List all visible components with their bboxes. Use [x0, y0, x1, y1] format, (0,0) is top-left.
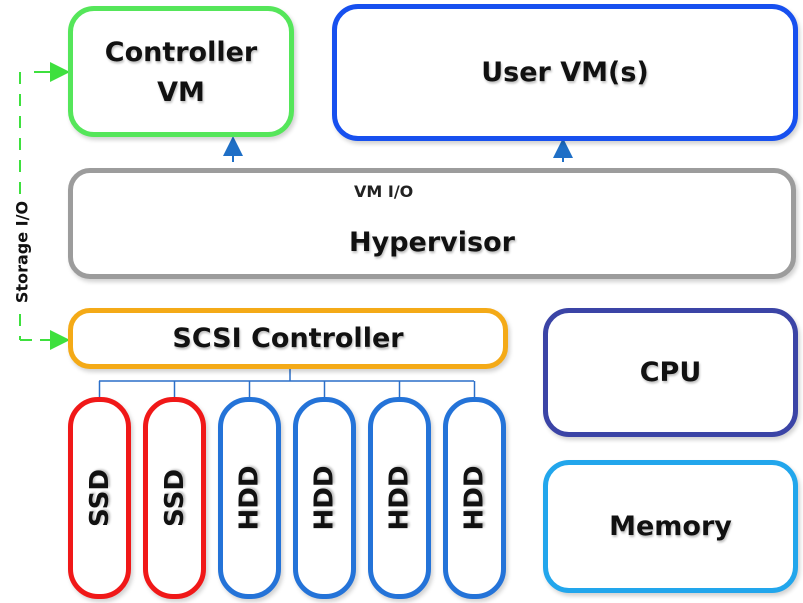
- cpu-node: CPU: [543, 308, 798, 437]
- hdd-drive-label: HDD: [384, 465, 415, 531]
- scsi-controller-node: SCSI Controller: [68, 308, 508, 369]
- vm-io-label: VM I/O: [352, 182, 416, 201]
- hdd-drive-label: HDD: [459, 465, 490, 531]
- controller-vm-node: Controller VM: [68, 6, 294, 137]
- ssd-drive-label: SSD: [159, 469, 190, 527]
- hdd-drive: HDD: [293, 397, 356, 599]
- memory-label: Memory: [609, 511, 732, 542]
- hdd-drive-label: HDD: [234, 465, 265, 531]
- hdd-drive: HDD: [218, 397, 281, 599]
- hdd-drive-label: HDD: [309, 465, 340, 531]
- memory-node: Memory: [543, 460, 798, 593]
- controller-vm-label-line1: Controller: [104, 37, 258, 68]
- user-vm-label: User VM(s): [481, 57, 649, 88]
- hypervisor-label: Hypervisor: [349, 227, 515, 258]
- scsi-controller-label: SCSI Controller: [172, 323, 404, 354]
- cpu-label: CPU: [639, 357, 702, 388]
- hypervisor-node: Hypervisor: [68, 168, 796, 279]
- ssd-drive: SSD: [143, 397, 206, 599]
- controller-vm-label-line2: VM: [157, 77, 205, 108]
- ssd-drive-label: SSD: [84, 469, 115, 527]
- hdd-drive: HDD: [368, 397, 431, 599]
- user-vm-node: User VM(s): [332, 4, 798, 141]
- ssd-drive: SSD: [68, 397, 131, 599]
- storage-io-label: Storage I/O: [12, 198, 32, 306]
- hdd-drive: HDD: [443, 397, 506, 599]
